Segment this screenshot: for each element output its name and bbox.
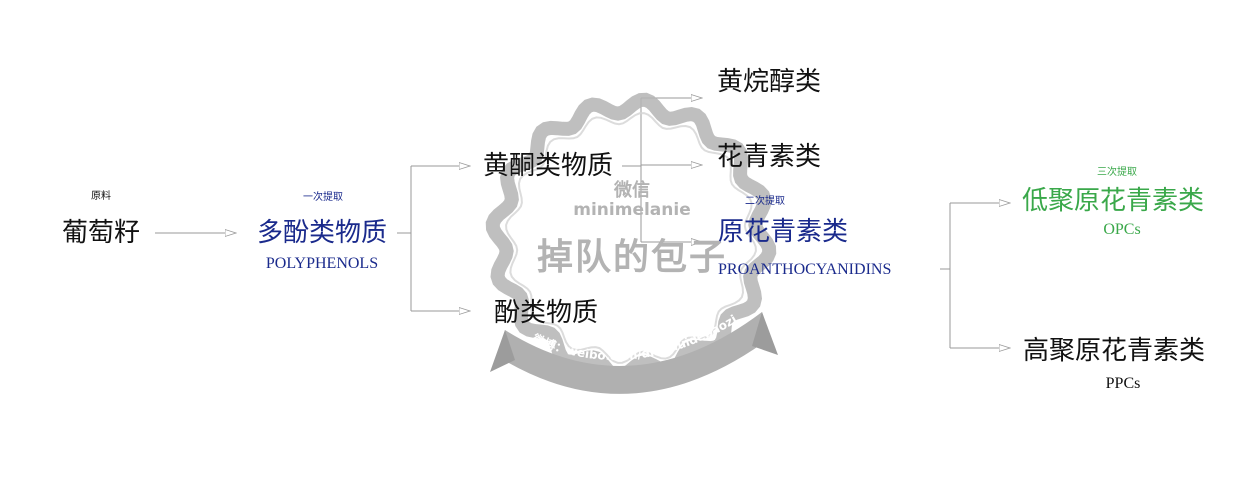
watermark-ring: [485, 92, 777, 384]
node-grape-seed: 葡萄籽: [61, 218, 141, 248]
watermark-name-text: 掉队的包子: [536, 237, 728, 278]
node-polyphenols-en: POLYPHENOLS: [265, 255, 379, 272]
node-proanthocyanidins: 原花青素类: [718, 217, 849, 247]
node-opc: 低聚原花青素类: [1021, 186, 1205, 216]
node-ppc-en: PPCs: [1105, 375, 1141, 392]
watermark-ring: [505, 112, 757, 364]
watermark-id-text: minimelanie: [573, 200, 691, 220]
node-flavanols: 黄烷醇类: [717, 67, 822, 97]
node-anthocyanins: 花青素类: [717, 142, 822, 172]
node-flavonoids: 黄酮类物质: [483, 151, 614, 181]
raw-material-label: 原料: [91, 191, 111, 202]
step-label-1: 一次提取: [303, 192, 343, 203]
node-proanthocyanidins-en: PROANTHOCYANIDINS: [718, 261, 892, 278]
step-label-3: 三次提取: [1097, 167, 1137, 178]
node-phenols: 酚类物质: [494, 298, 599, 328]
watermark-top-text: 微信: [614, 180, 650, 201]
step-label-2: 二次提取: [745, 196, 785, 207]
node-ppc: 高聚原花青素类: [1022, 336, 1206, 366]
node-opc-en: OPCs: [1103, 221, 1141, 238]
node-polyphenols: 多酚类物质: [256, 218, 388, 248]
